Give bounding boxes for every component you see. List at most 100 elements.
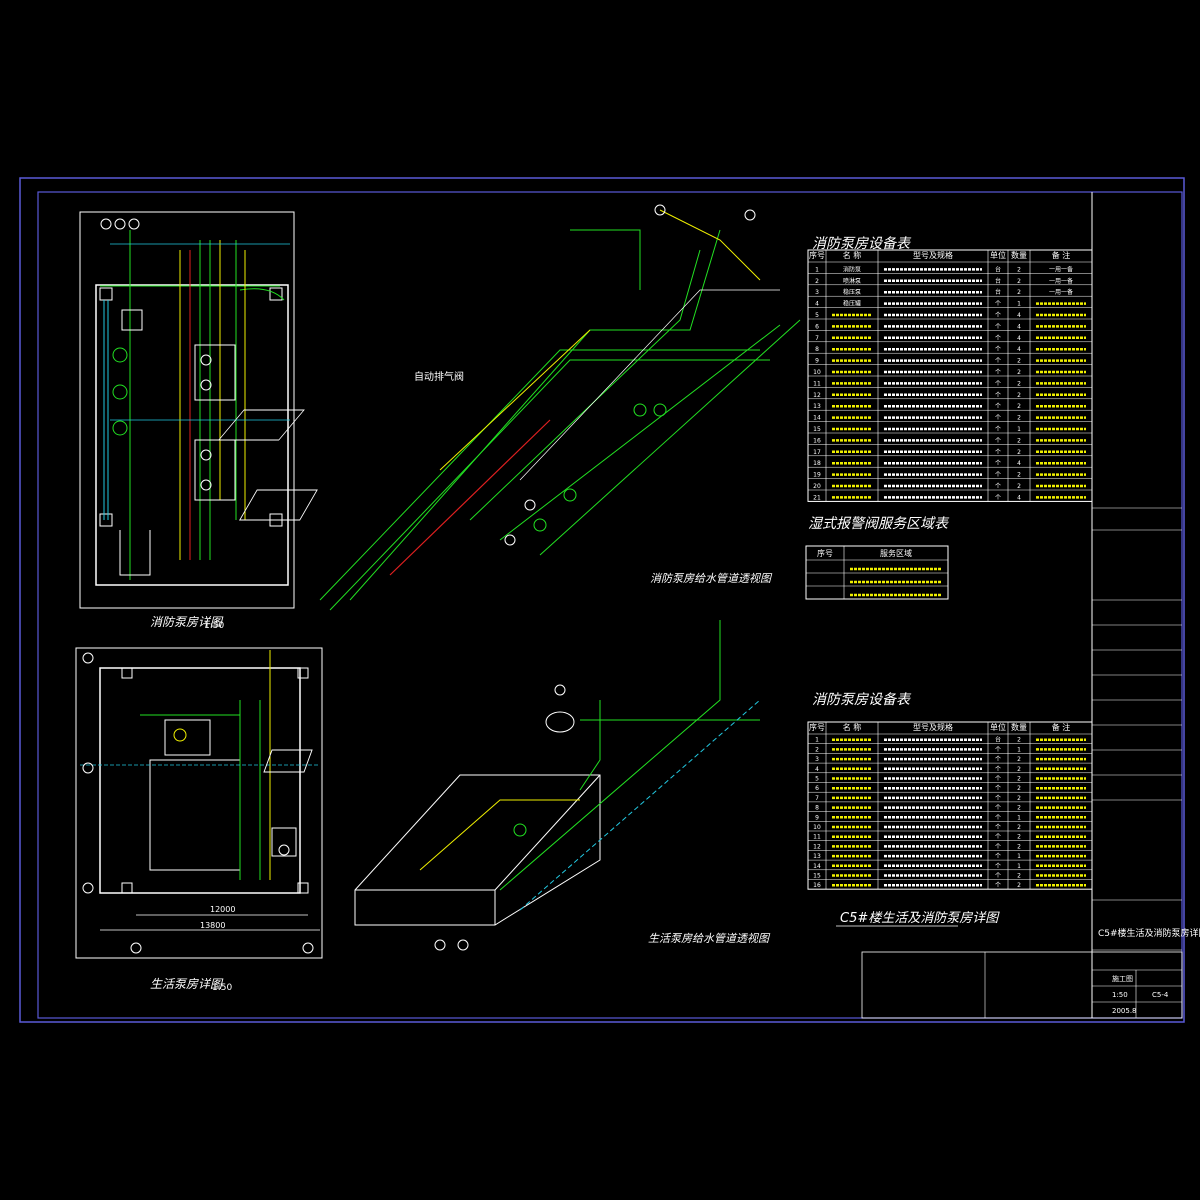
- table-cell: 个: [995, 843, 1001, 850]
- domestic-room-plan-label: 生活泵房详图: [150, 977, 224, 991]
- table-cell: 1: [1017, 853, 1021, 860]
- table-cell: 15: [813, 873, 821, 880]
- table-cell: 2: [1017, 266, 1021, 273]
- table-frame: [807, 721, 1093, 890]
- table-header-cell: 备 注: [1052, 722, 1071, 732]
- table-cell: 6: [815, 323, 819, 330]
- table-cell: 个: [995, 795, 1001, 802]
- fire-room-plan-scale: 1:50: [204, 621, 224, 631]
- table-cell: 2: [1017, 776, 1021, 783]
- fire-pump-room-plan: 消防泵房详图 1:50: [79, 211, 295, 631]
- table-cell: 2: [1017, 882, 1021, 889]
- alarm-valve-table-title: 湿式报警阀服务区域表: [808, 516, 950, 532]
- table-cell: 个: [995, 834, 1001, 841]
- domestic-pump-room-plan: 12000 13800 生活泵房详图 1:50: [75, 647, 323, 993]
- table-cell: 2: [815, 746, 819, 753]
- table-header-cell: 序号: [817, 548, 833, 558]
- table-cell: 个: [995, 449, 1001, 456]
- table-cell: 16: [813, 882, 821, 889]
- table-cell: 1: [1017, 301, 1021, 308]
- sheet-title-block: C5#楼生活及消防泵房详图: [1098, 927, 1200, 939]
- table-cell: 个: [995, 335, 1001, 342]
- table-cell: 个: [995, 766, 1001, 773]
- table-cell: 2: [1017, 278, 1021, 285]
- table-cell: 个: [995, 358, 1001, 365]
- table-cell: 14: [813, 415, 821, 422]
- stage-value: 施工图: [1112, 974, 1133, 983]
- table-cell: 7: [815, 335, 819, 342]
- fire-pump-isometric: 自动排气阀 消防泵房给水管道透视图: [217, 204, 801, 611]
- table-cell: 消防泵: [843, 265, 861, 273]
- table-cell: 个: [995, 882, 1001, 889]
- table-header-cell: 型号及规格: [913, 722, 953, 732]
- table-cell: 2: [815, 278, 819, 285]
- outer-frame: [19, 177, 1185, 1023]
- table-cell: 12: [813, 843, 821, 850]
- table-cell: 2: [1017, 369, 1021, 376]
- table-cell: 1: [815, 266, 819, 273]
- table-cell: 个: [995, 746, 1001, 753]
- table-cell: 2: [1017, 766, 1021, 773]
- table-cell: 3: [815, 289, 819, 296]
- table-cell: 4: [1017, 460, 1021, 467]
- table-cell: 13: [813, 403, 821, 410]
- table-cell: 2: [1017, 756, 1021, 763]
- table-cell: 9: [815, 358, 819, 365]
- table-cell: 18: [813, 460, 821, 467]
- fire-equipment-table-title: 消防泵房设备表: [812, 236, 912, 252]
- table-cell: 个: [995, 301, 1001, 308]
- sheet-no: C5-4: [1152, 991, 1169, 999]
- table-cell: 2: [1017, 472, 1021, 479]
- table-header-cell: 数量: [1011, 250, 1027, 260]
- table-cell: 4: [1017, 346, 1021, 353]
- table-cell: 14: [813, 863, 821, 870]
- table-cell: 个: [995, 415, 1001, 422]
- table-cell: 2: [1017, 403, 1021, 410]
- date-value: 2005.8: [1112, 1007, 1137, 1015]
- table-cell: 喷淋泵: [843, 277, 861, 285]
- table-cell: 2: [1017, 873, 1021, 880]
- dim-12000: 12000: [210, 905, 235, 914]
- table-cell: 2: [1017, 834, 1021, 841]
- table-cell: 2: [1017, 358, 1021, 365]
- table-cell: 15: [813, 426, 821, 433]
- table-cell: 20: [813, 483, 821, 490]
- table-cell: 4: [1017, 312, 1021, 319]
- table-cell: 1: [1017, 814, 1021, 821]
- table-cell: 个: [995, 756, 1001, 763]
- fire-iso-label: 消防泵房给水管道透视图: [650, 572, 773, 585]
- table-cell: 16: [813, 437, 821, 444]
- table-cell: 个: [995, 392, 1001, 399]
- alarm-valve-table: 湿式报警阀服务区域表 序号服务区域: [805, 516, 950, 600]
- auto-vent-label: 自动排气阀: [414, 370, 464, 383]
- table-cell: 2: [1017, 289, 1021, 296]
- table-header-cell: 名 称: [843, 722, 862, 732]
- table-cell: 个: [995, 776, 1001, 783]
- table-header-cell: 名 称: [843, 250, 862, 260]
- table-cell: 个: [995, 785, 1001, 792]
- table-cell: 4: [815, 301, 819, 308]
- table-cell: 个: [995, 437, 1001, 444]
- table-cell: 台: [995, 288, 1001, 296]
- table-cell: 8: [815, 805, 819, 812]
- dim-13800: 13800: [200, 921, 225, 930]
- fire-room-plan-label: 消防泵房详图: [150, 615, 224, 629]
- inner-frame: [37, 191, 1183, 1019]
- table-header-cell: 单位: [990, 722, 1006, 732]
- table-cell: 个: [995, 494, 1001, 501]
- table-cell: 个: [995, 346, 1001, 353]
- domestic-equipment-table-title: 消防泵房设备表: [812, 692, 912, 708]
- table-header-cell: 单位: [990, 250, 1006, 260]
- table-cell: 2: [1017, 415, 1021, 422]
- table-header-cell: 型号及规格: [913, 250, 953, 260]
- table-cell: 1: [1017, 426, 1021, 433]
- table-cell: 2: [1017, 437, 1021, 444]
- table-cell: 1: [815, 737, 819, 744]
- table-cell: 2: [1017, 805, 1021, 812]
- table-cell: 9: [815, 814, 819, 821]
- table-cell: 2: [1017, 483, 1021, 490]
- table-cell: 4: [1017, 335, 1021, 342]
- table-cell: 个: [995, 403, 1001, 410]
